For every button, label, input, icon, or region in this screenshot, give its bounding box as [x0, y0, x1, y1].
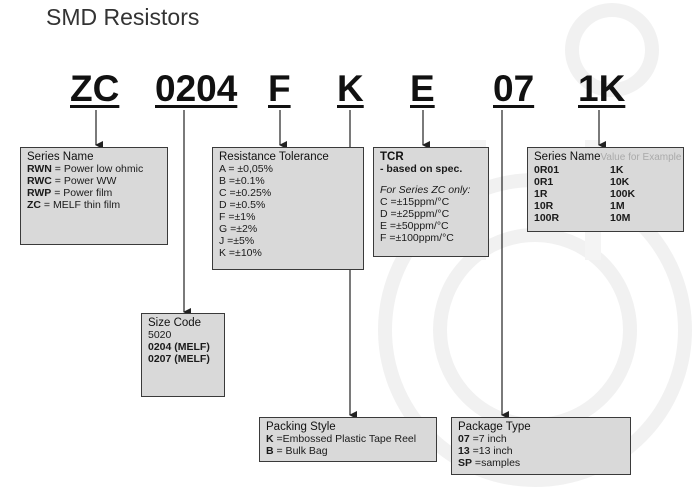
- series-row: RWP = Power film: [27, 187, 113, 199]
- tolerance-row: G =±2%: [219, 223, 258, 235]
- value-code: 0R01: [534, 164, 560, 176]
- tolerance-row: B =±0.1%: [219, 175, 265, 187]
- value-result: 1K: [610, 164, 624, 176]
- code-part-package: 07: [493, 68, 535, 109]
- code-part-size: 0204: [155, 68, 238, 109]
- code-part-packing: K: [337, 68, 364, 109]
- value-result: 10M: [610, 212, 631, 224]
- tcr-box: TCR - based on spec. For Series ZC only:…: [373, 147, 489, 257]
- size-code-box: Size Code 5020 0204 (MELF) 0207 (MELF): [141, 313, 225, 397]
- tcr-note: For Series ZC only:: [380, 184, 471, 196]
- value-result: 10K: [610, 176, 630, 188]
- value-code: 1R: [534, 188, 548, 200]
- packing-style-box: Packing Style K =Embossed Plastic Tape R…: [259, 417, 437, 462]
- tolerance-row: J =±5%: [219, 235, 255, 247]
- tcr-heading: TCR: [380, 151, 404, 163]
- tolerance-row: K =±10%: [219, 247, 262, 259]
- value-result: 1M: [610, 200, 625, 212]
- tcr-row: F =±100ppm/°C: [380, 232, 454, 244]
- tolerance-row: A = ±0,05%: [219, 163, 273, 175]
- package-heading: Package Type: [458, 421, 531, 433]
- tolerance-row: F =±1%: [219, 211, 256, 223]
- size-row: 0207 (MELF): [148, 353, 210, 365]
- series-heading: Series Name: [27, 151, 94, 163]
- tcr-row: C =±15ppm/°C: [380, 196, 450, 208]
- code-part-series: ZC: [70, 68, 120, 109]
- value-heading: Series Name: [534, 151, 601, 163]
- packing-row: K =Embossed Plastic Tape Reel: [266, 433, 417, 445]
- series-row: RWN = Power low ohmic: [27, 163, 144, 175]
- packing-row: B = Bulk Bag: [266, 445, 328, 457]
- code-part-tcr: E: [410, 68, 435, 109]
- series-row: ZC = MELF thin film: [27, 199, 121, 211]
- size-row: 5020: [148, 329, 172, 341]
- series-row: RWC = Power WW: [27, 175, 117, 187]
- value-table: 0R01 1K 0R1 10K 1R 100K 10R 1M 100R 10M: [534, 164, 677, 224]
- tolerance-heading: Resistance Tolerance: [219, 151, 329, 163]
- tcr-subtitle: - based on spec.: [380, 163, 463, 175]
- tcr-row: D =±25ppm/°C: [380, 208, 450, 220]
- package-row: 13 =13 inch: [458, 445, 513, 457]
- package-type-box: Package Type 07 =7 inch 13 =13 inch SP =…: [451, 417, 631, 475]
- value-code: 100R: [534, 212, 560, 224]
- package-row: 07 =7 inch: [458, 433, 507, 445]
- value-ghost-label: Value for Example: [600, 152, 682, 163]
- tolerance-row: C =±0.25%: [219, 187, 272, 199]
- size-heading: Size Code: [148, 317, 202, 329]
- size-row: 0204 (MELF): [148, 341, 210, 353]
- code-part-value: 1K: [578, 68, 626, 109]
- package-row: SP =samples: [458, 457, 521, 469]
- value-code: 10R: [534, 200, 554, 212]
- value-code: 0R1: [534, 176, 554, 188]
- code-part-tolerance: F: [268, 68, 291, 109]
- series-name-box: Series Name RWN = Power low ohmic RWC = …: [20, 147, 168, 245]
- page-title: SMD Resistors: [46, 4, 200, 30]
- tolerance-row: D =±0.5%: [219, 199, 266, 211]
- value-result: 100K: [610, 188, 636, 200]
- tcr-row: E =±50ppm/°C: [380, 220, 449, 232]
- tolerance-box: Resistance Tolerance A = ±0,05% B =±0.1%…: [212, 147, 364, 270]
- packing-heading: Packing Style: [266, 421, 336, 433]
